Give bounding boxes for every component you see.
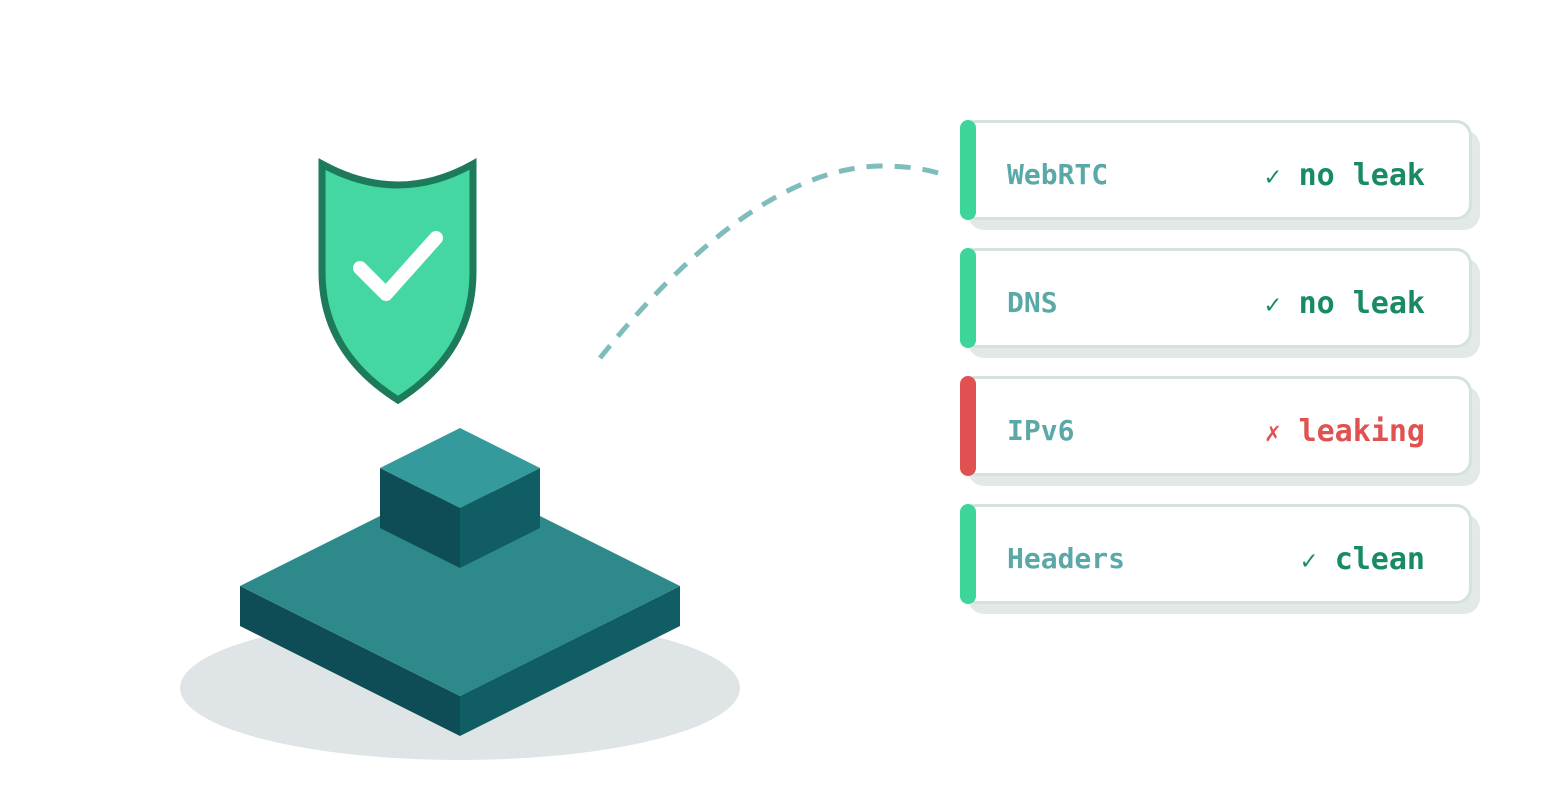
- status-accent-bar: [960, 376, 976, 476]
- status-accent-bar: [960, 248, 976, 348]
- check-label: WebRTC: [1007, 158, 1109, 191]
- status-mark-icon: ✓: [1264, 290, 1281, 320]
- status-text: leaking: [1298, 414, 1425, 449]
- check-status: ✓ no leak: [1264, 251, 1425, 345]
- check-status: ✓ clean: [1301, 507, 1425, 601]
- check-card-body: IPv6 ✗ leaking: [960, 376, 1472, 476]
- check-card-body: DNS ✓ no leak: [960, 248, 1472, 348]
- dashed-connector: [598, 163, 945, 360]
- check-card-webrtc: WebRTC ✓ no leak: [960, 120, 1480, 230]
- platform-cube-right-face: [460, 468, 540, 568]
- check-label: Headers: [1007, 542, 1126, 575]
- platform-cube-top-face: [380, 428, 540, 508]
- platform-cube: [380, 428, 540, 568]
- status-accent-bar: [960, 504, 976, 604]
- check-status: ✓ no leak: [1264, 123, 1425, 217]
- platform-base-right-face: [460, 586, 680, 736]
- check-label: DNS: [1007, 286, 1058, 319]
- status-text: no leak: [1298, 158, 1425, 193]
- check-card-dns: DNS ✓ no leak: [960, 248, 1480, 358]
- status-accent-bar: [960, 120, 976, 220]
- check-status: ✗ leaking: [1264, 379, 1425, 473]
- platform-base-left-face: [240, 586, 460, 736]
- shield-check-icon: [318, 158, 477, 405]
- shield-check-mark: [353, 231, 443, 301]
- status-mark-icon: ✓: [1264, 162, 1281, 192]
- status-mark-icon: ✗: [1264, 418, 1281, 448]
- check-card-body: WebRTC ✓ no leak: [960, 120, 1472, 220]
- check-label: IPv6: [1007, 414, 1075, 447]
- status-text: no leak: [1298, 286, 1425, 321]
- platform-cube-left-face: [380, 468, 460, 568]
- status-mark-icon: ✓: [1301, 546, 1317, 576]
- check-card-ipv6: IPv6 ✗ leaking: [960, 376, 1480, 486]
- platform-base: [240, 476, 680, 736]
- platform-base-top-face: [240, 476, 680, 696]
- status-text: clean: [1334, 542, 1425, 577]
- check-card-body: Headers ✓ clean: [960, 504, 1472, 604]
- check-card-headers: Headers ✓ clean: [960, 504, 1480, 614]
